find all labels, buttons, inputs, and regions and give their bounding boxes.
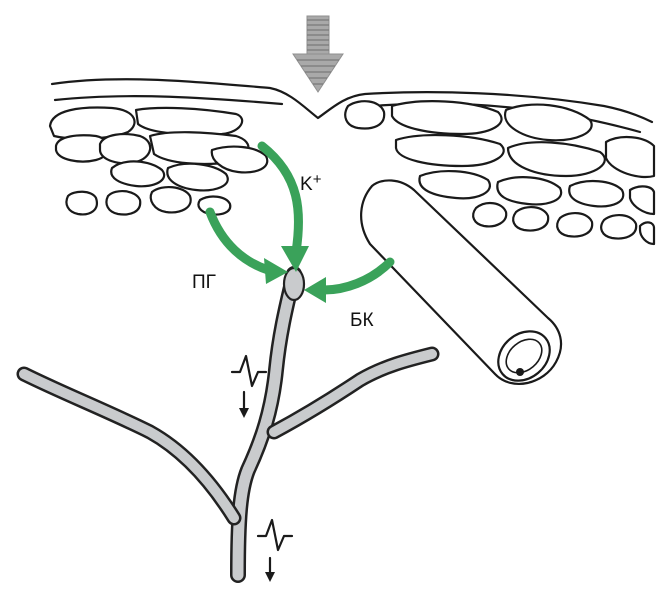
action-potential-icon (232, 356, 266, 418)
bradykinin-arrow (304, 262, 390, 303)
potassium-arrow (262, 146, 309, 272)
bradykinin-label: БК (350, 310, 374, 331)
prostaglandin-label: ПГ (192, 272, 216, 293)
prostaglandin-arrow (210, 212, 288, 284)
skin-tissue (50, 79, 654, 244)
action-potential-icon (258, 520, 292, 582)
potassium-label: K+ (300, 171, 322, 195)
stimulus-arrow-icon (293, 16, 343, 92)
